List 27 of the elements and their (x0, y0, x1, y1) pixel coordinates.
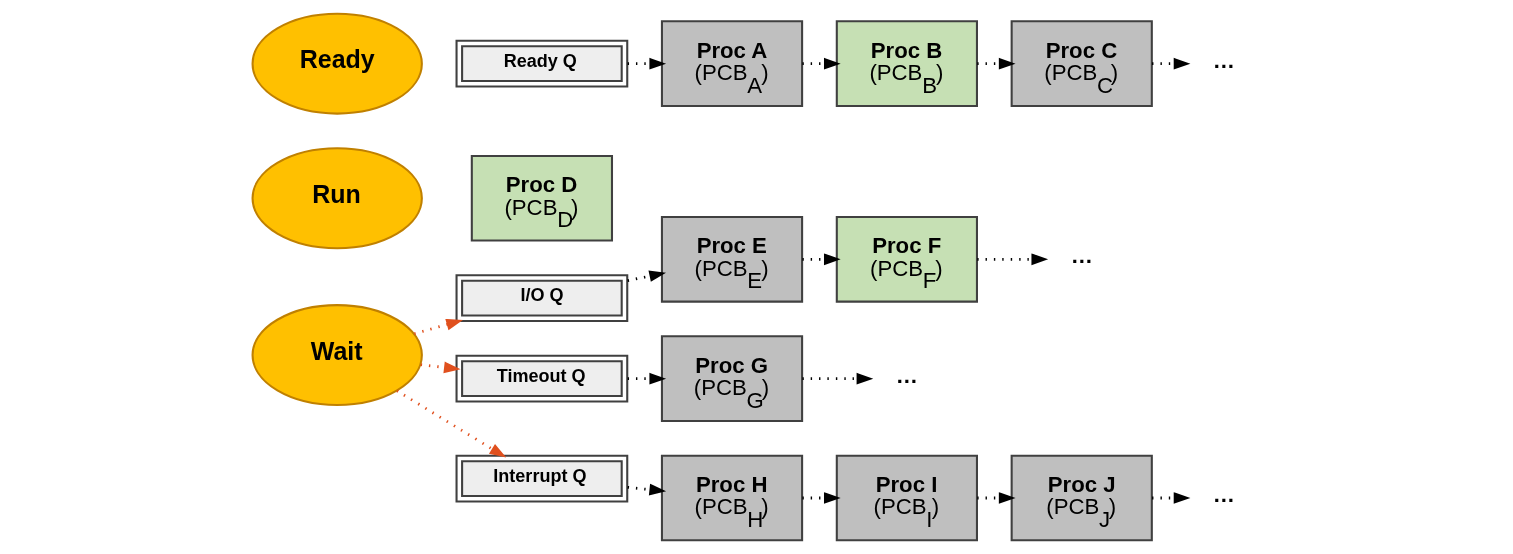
node-box: Interrupt Q (455, 454, 628, 503)
arrow (976, 57, 1016, 70)
arrow (976, 253, 1048, 266)
arrow (413, 318, 463, 336)
arrow (420, 361, 461, 374)
node-text: … (1212, 481, 1235, 507)
node-box: I/O Q (455, 274, 628, 323)
arrow (801, 253, 841, 266)
arrow (976, 492, 1016, 504)
arrow (801, 492, 841, 504)
arrow (1151, 492, 1190, 504)
arrow (627, 372, 666, 385)
node-ellipse: Ready (251, 12, 423, 115)
arrow (1151, 57, 1190, 70)
node-ellipse: Wait (251, 304, 423, 407)
node-box: Ready Q (455, 39, 628, 88)
arrow (627, 57, 666, 70)
node-text: … (895, 362, 918, 388)
node-ellipse: Run (251, 147, 423, 250)
arrow (627, 483, 666, 496)
node-text: … (1212, 47, 1235, 73)
arrow (801, 372, 873, 385)
arrow (801, 57, 841, 70)
arrow (626, 270, 666, 283)
arrow (395, 389, 506, 458)
node-box: Timeout Q (455, 354, 628, 403)
node-text: … (1070, 243, 1093, 269)
